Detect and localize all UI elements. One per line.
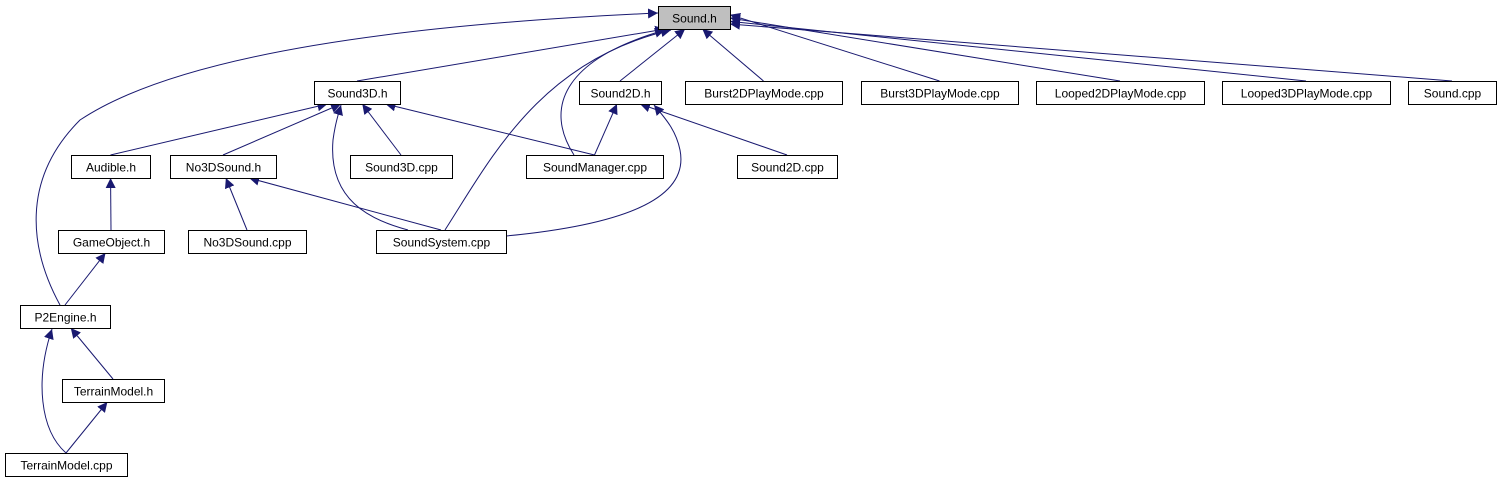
node-label: Sound3D.cpp <box>365 161 438 175</box>
node-box <box>71 155 151 179</box>
node-burst2d-cpp[interactable]: Burst2DPlayMode.cpp <box>685 81 843 105</box>
node-label: Looped3DPlayMode.cpp <box>1241 87 1373 101</box>
edge-burst2d-cpp-to-sound-h <box>702 28 764 82</box>
node-box <box>579 81 662 105</box>
edge-p2engine-h-to-sound-h <box>35 8 659 306</box>
node-no3dsound-h[interactable]: No3DSound.h <box>170 155 277 179</box>
node-terrainmodel-cpp[interactable]: TerrainModel.cpp <box>5 453 128 477</box>
node-label: Audible.h <box>86 161 136 175</box>
edge-soundsystem-cpp-to-sound2d-h <box>505 104 682 237</box>
node-no3dsound-cpp[interactable]: No3DSound.cpp <box>188 230 307 254</box>
node-audible-h[interactable]: Audible.h <box>71 155 151 179</box>
edge-burst3d-cpp-to-sound-h <box>729 12 940 82</box>
node-burst3d-cpp[interactable]: Burst3DPlayMode.cpp <box>861 81 1019 105</box>
node-looped3d-cpp[interactable]: Looped3DPlayMode.cpp <box>1222 81 1391 105</box>
edge-no3dsound-cpp-to-no3dsound-h <box>225 177 248 231</box>
node-label: Burst3DPlayMode.cpp <box>880 87 1000 101</box>
edge-sound3d-cpp-to-sound3d-h <box>361 103 402 156</box>
node-label: Sound.h <box>672 12 717 26</box>
edge-looped3d-cpp-to-sound-h <box>729 17 1307 82</box>
node-label: Sound3D.h <box>327 87 387 101</box>
edge-layer <box>35 8 1453 454</box>
node-p2engine-h[interactable]: P2Engine.h <box>20 305 111 329</box>
node-box <box>1408 81 1497 105</box>
edge-sound2d-h-to-sound-h <box>619 28 686 82</box>
node-sound2d-cpp[interactable]: Sound2D.cpp <box>737 155 838 179</box>
edge-audible-h-to-sound3d-h <box>110 101 328 156</box>
node-label: TerrainModel.cpp <box>20 459 112 473</box>
edge-soundmanager-cpp-to-sound2d-h <box>594 103 618 156</box>
node-box <box>188 230 307 254</box>
node-box <box>5 453 128 477</box>
node-label: Sound2D.cpp <box>751 161 824 175</box>
edge-terrainmodel-cpp-to-p2engine-h <box>41 328 67 454</box>
node-label: Sound.cpp <box>1424 87 1482 101</box>
edge-p2engine-h-to-gameobject-h <box>64 252 106 306</box>
node-sound2d-h[interactable]: Sound2D.h <box>579 81 662 105</box>
node-label: GameObject.h <box>73 236 150 250</box>
node-label: P2Engine.h <box>34 311 96 325</box>
node-box <box>737 155 838 179</box>
edge-soundsystem-cpp-to-sound-h <box>444 27 672 231</box>
node-label: Sound2D.h <box>590 87 650 101</box>
node-sound-h[interactable]: Sound.h <box>658 6 731 30</box>
node-box <box>314 81 401 105</box>
node-label: Burst2DPlayMode.cpp <box>704 87 824 101</box>
edge-sound2d-cpp-to-sound2d-h <box>639 102 788 156</box>
node-label: Looped2DPlayMode.cpp <box>1055 87 1187 101</box>
node-label: TerrainModel.h <box>74 385 153 399</box>
edge-soundsystem-cpp-to-sound3d-h <box>332 104 409 231</box>
edge-sound3d-h-to-sound-h <box>356 25 666 82</box>
edge-terrainmodel-cpp-to-terrainmodel-h <box>65 401 108 454</box>
node-gameobject-h[interactable]: GameObject.h <box>58 230 165 254</box>
node-box <box>861 81 1019 105</box>
node-terrainmodel-h[interactable]: TerrainModel.h <box>62 379 165 403</box>
node-box <box>658 6 731 30</box>
node-box <box>170 155 277 179</box>
edge-no3dsound-h-to-sound3d-h <box>222 103 342 156</box>
node-box <box>1222 81 1391 105</box>
edge-terrainmodel-h-to-p2engine-h <box>70 327 114 380</box>
node-box <box>685 81 843 105</box>
node-label: No3DSound.cpp <box>203 236 291 250</box>
node-soundsystem-cpp[interactable]: SoundSystem.cpp <box>376 230 507 254</box>
node-box <box>62 379 165 403</box>
node-box <box>350 155 453 179</box>
node-box <box>376 230 507 254</box>
node-sound3d-cpp[interactable]: Sound3D.cpp <box>350 155 453 179</box>
edge-sound-cpp-to-sound-h <box>729 19 1453 82</box>
edge-soundsystem-cpp-to-no3dsound-h <box>249 175 442 231</box>
node-label: SoundSystem.cpp <box>393 236 491 250</box>
node-label: No3DSound.h <box>186 161 261 175</box>
node-box <box>526 155 664 179</box>
node-soundmanager-cpp[interactable]: SoundManager.cpp <box>526 155 664 179</box>
edge-soundmanager-cpp-to-sound3d-h <box>385 101 595 156</box>
node-label: SoundManager.cpp <box>543 161 647 175</box>
node-sound-cpp[interactable]: Sound.cpp <box>1408 81 1497 105</box>
node-box <box>58 230 165 254</box>
node-box <box>1036 81 1205 105</box>
node-looped2d-cpp[interactable]: Looped2DPlayMode.cpp <box>1036 81 1205 105</box>
node-box <box>20 305 111 329</box>
node-sound3d-h[interactable]: Sound3D.h <box>314 81 401 105</box>
